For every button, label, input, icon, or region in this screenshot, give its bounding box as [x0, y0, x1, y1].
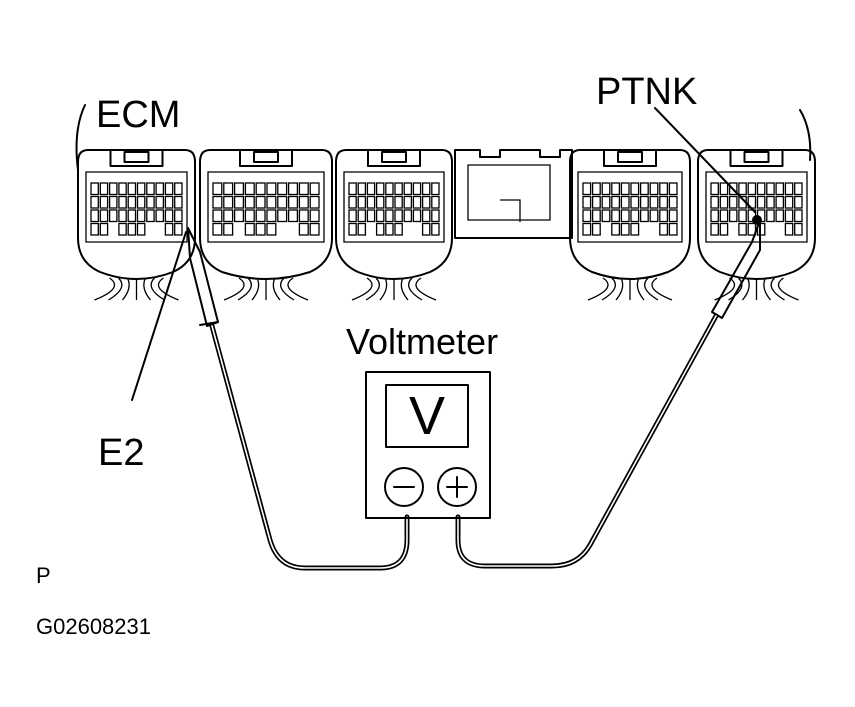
- voltmeter-display-symbol: V: [409, 386, 446, 446]
- e2-leader-line: [131, 231, 187, 401]
- voltmeter-display: [385, 384, 469, 448]
- ptnk-leader-line: [654, 107, 756, 213]
- figure-code: G02608231: [36, 614, 151, 639]
- negative-terminal: [384, 467, 424, 507]
- voltmeter: [365, 371, 491, 519]
- left-edge-line: [75, 104, 86, 171]
- ecm-label: ECM: [96, 94, 181, 136]
- voltmeter-label: Voltmeter: [346, 321, 499, 362]
- ecm-connector-3: [335, 149, 453, 301]
- ptnk-label: PTNK: [596, 71, 698, 113]
- positive-test-probe: [455, 215, 762, 569]
- ecm-connector-1: [77, 149, 196, 301]
- ecm-connector-2: [199, 149, 333, 301]
- ecm-connector-4: [569, 149, 691, 301]
- negative-test-probe: [187, 227, 410, 571]
- blank-connector-plate: [454, 149, 573, 239]
- ecm-connector-5: [697, 149, 816, 301]
- right-edge-line: [799, 109, 812, 161]
- p-marker: P: [36, 563, 51, 588]
- e2-label: E2: [98, 432, 145, 474]
- positive-terminal: [437, 467, 477, 507]
